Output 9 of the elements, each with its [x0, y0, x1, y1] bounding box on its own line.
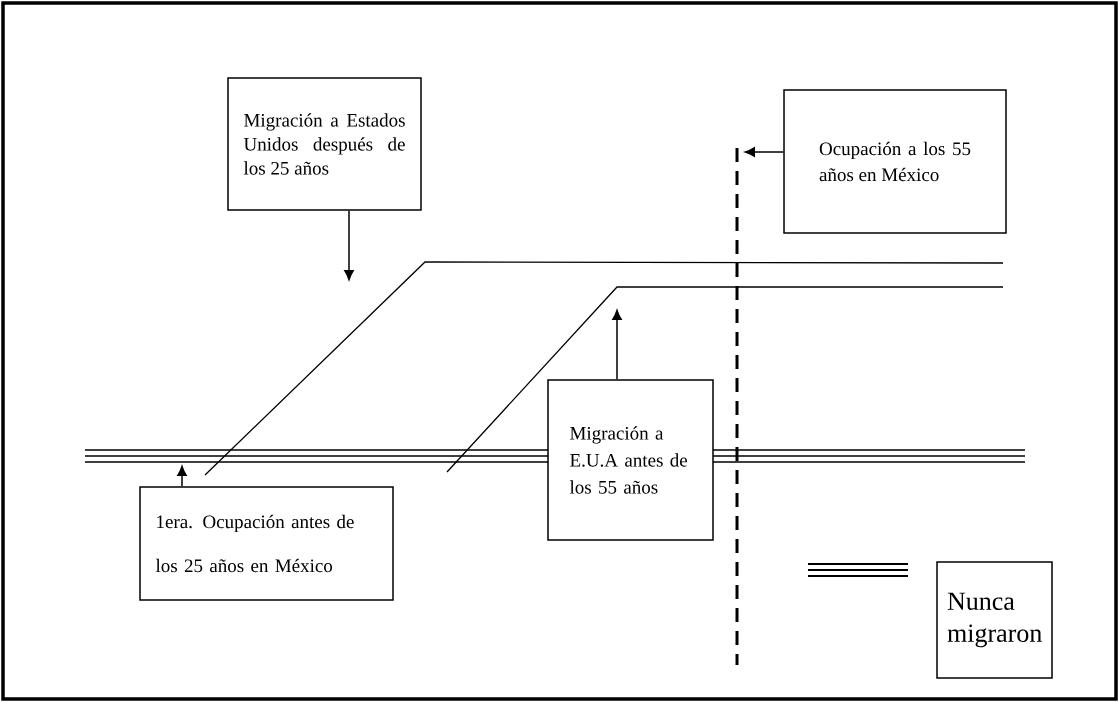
- text-box: Ocupación a los 55 años en México: [783, 89, 1007, 234]
- arrow: [177, 465, 187, 487]
- text-box: Migración a E.U.A antes de los 55 años: [547, 379, 714, 541]
- arrow: [744, 147, 784, 157]
- text-box: Migración a Estados Unidos después de los 25 años: [227, 77, 422, 211]
- arrow: [612, 309, 622, 380]
- arrow: [344, 210, 354, 281]
- legend-box: Nunca migraron: [936, 561, 1053, 679]
- text-box: 1era. Ocupación antes de los 25 años en México: [139, 486, 394, 601]
